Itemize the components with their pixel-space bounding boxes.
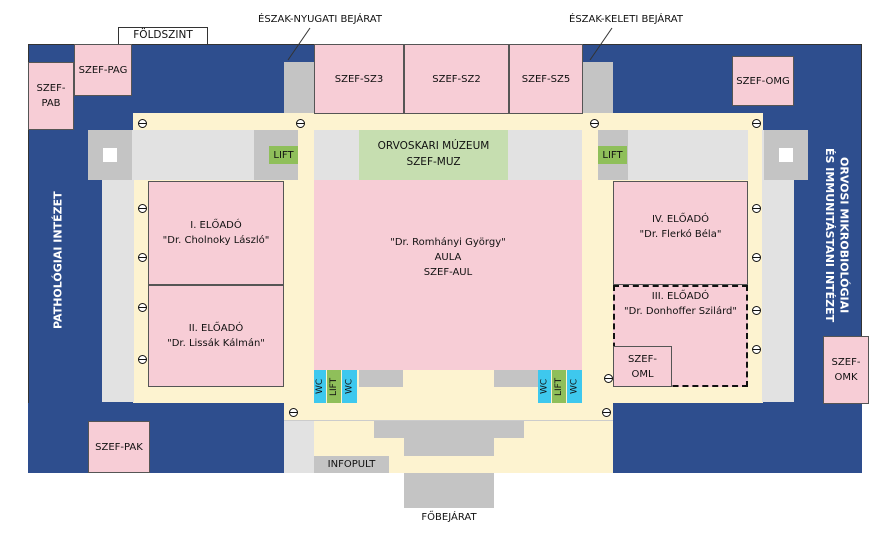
wc-aula-west-2: WC	[342, 370, 357, 403]
room-szef-oml[interactable]: SZEF- OML	[613, 346, 672, 387]
wc-aula-east-2: WC	[567, 370, 582, 403]
door-marker	[138, 303, 147, 312]
door-marker	[604, 374, 613, 383]
door-marker	[602, 408, 611, 417]
room-szef-pag[interactable]: SZEF-PAG	[74, 44, 132, 96]
room-szef-sz2[interactable]: SZEF-SZ2	[404, 44, 509, 114]
door-marker	[752, 119, 761, 128]
main-entrance-label: FŐBEJÁRAT	[421, 511, 477, 523]
door-marker	[752, 306, 761, 315]
room-lecture-1[interactable]: I. ELŐADÓ "Dr. Cholnoky László"	[148, 181, 284, 285]
south-stair-right	[494, 421, 524, 438]
wc-aula-west-1: WC	[314, 370, 326, 403]
door-marker	[752, 345, 761, 354]
entrance-pointer-lines	[287, 27, 613, 61]
room-aula[interactable]: "Dr. Romhányi György" AULA SZEF-AUL	[314, 180, 582, 370]
room-szef-sz3[interactable]: SZEF-SZ3	[314, 44, 404, 114]
room-szef-omk[interactable]: SZEF- OMK	[823, 336, 869, 404]
room-szef-sz5[interactable]: SZEF-SZ5	[509, 44, 583, 114]
room-szef-pab[interactable]: SZEF- PAB	[28, 62, 74, 130]
northeast-entrance-corridor	[583, 62, 613, 114]
infopult[interactable]: INFOPULT	[314, 456, 389, 473]
institute-microbiology-label: ORVOSI MIKROBIOLÓGIAI ÉS IMMUNITÁSTANI I…	[823, 147, 851, 323]
lower-corridor-divider	[284, 420, 613, 421]
south-left-hall	[284, 421, 314, 473]
lift-northwest: LIFT	[269, 146, 298, 164]
lift-northeast: LIFT	[598, 146, 627, 164]
northwest-entrance-label: ÉSZAK-NYUGATI BEJÁRAT	[258, 13, 382, 25]
door-marker	[138, 204, 147, 213]
aula-step-east	[494, 370, 538, 387]
door-marker	[138, 355, 147, 364]
southwest-wing	[28, 403, 284, 473]
northeast-entrance-label: ÉSZAK-KELETI BEJÁRAT	[569, 13, 683, 25]
floor-label: FÖLDSZINT	[118, 27, 208, 45]
institute-pathology-label: PATHOLÓGIAI INTÉZET	[51, 191, 65, 329]
stairwell-west-square	[103, 148, 117, 162]
door-marker	[296, 119, 305, 128]
room-szef-pak[interactable]: SZEF-PAK	[88, 421, 150, 473]
aula-step-west	[359, 370, 403, 387]
room-szef-omg[interactable]: SZEF-OMG	[732, 56, 794, 106]
wc-aula-east-1: WC	[538, 370, 551, 403]
room-museum[interactable]: ORVOSKARI MÚZEUM SZEF-MUZ	[359, 130, 508, 180]
door-marker	[752, 204, 761, 213]
lift-aula-west: LIFT	[327, 370, 341, 403]
door-marker	[590, 119, 599, 128]
door-marker	[138, 253, 147, 262]
main-entrance-steps	[404, 473, 494, 508]
south-vestibule	[404, 421, 494, 456]
door-marker	[289, 408, 298, 417]
door-marker	[752, 253, 761, 262]
south-stair-left	[374, 421, 404, 438]
room-lecture-4[interactable]: IV. ELŐADÓ "Dr. Flerkó Béla"	[613, 181, 748, 285]
northwest-entrance-corridor	[284, 62, 314, 114]
room-lecture-2[interactable]: II. ELŐADÓ "Dr. Lissák Kálmán"	[148, 285, 284, 387]
door-marker	[138, 119, 147, 128]
stairwell-east-square	[779, 148, 793, 162]
southeast-wing	[613, 403, 862, 473]
lift-aula-east: LIFT	[552, 370, 566, 403]
